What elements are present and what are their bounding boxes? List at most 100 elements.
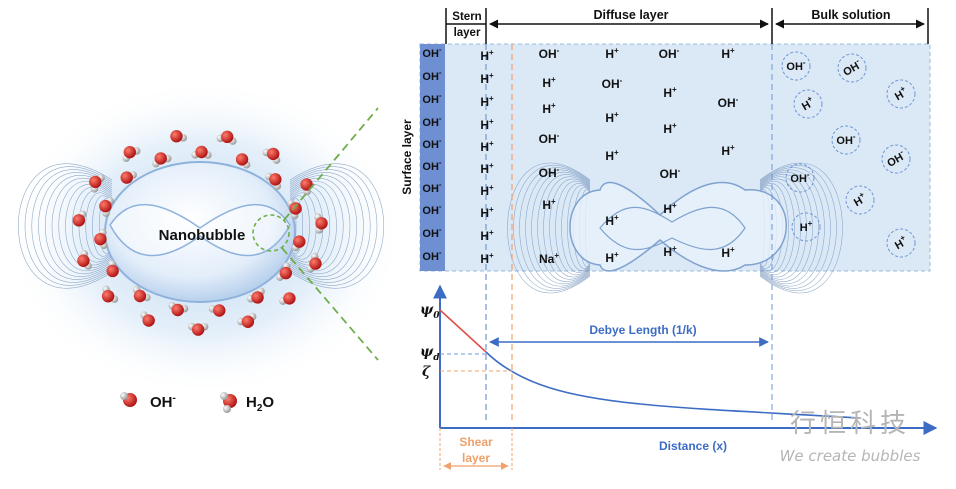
watermark: 行恒科技 We create bubbles [780, 409, 921, 465]
bulk-ion-ring [837, 53, 867, 83]
legend-oh-sup: - [173, 393, 176, 404]
diffuse-ion: H+ [605, 148, 619, 163]
diffuse-ion: OH- [660, 166, 681, 181]
legend-oh-label: OH [150, 394, 173, 411]
double-layer-panel: Stern layer Diffuse layer Bulk solution … [400, 8, 931, 420]
bulk-ion-ring [886, 79, 916, 109]
legend-h2o-h: H [246, 394, 257, 411]
water-molecule [140, 311, 155, 327]
diffuse-ion: H+ [663, 201, 677, 216]
water-molecule [122, 145, 141, 163]
nanobubble-label: Nanobubble [159, 227, 246, 244]
diffuse-ion: OH- [659, 46, 680, 61]
header-brackets [445, 8, 929, 44]
stern-ion: H+ [480, 139, 494, 154]
surface-ion: OH- [422, 114, 442, 129]
surface-ion: OH- [422, 45, 442, 60]
water-molecule [72, 210, 87, 227]
bulk-header: Bulk solution [811, 8, 890, 22]
legend-h2o-o: O [262, 394, 274, 411]
surface-strip [420, 44, 445, 271]
svg-text:ψd: ψd [420, 344, 440, 363]
psid-label: ψ [420, 344, 434, 360]
svg-text:H2O: H2O [246, 394, 274, 414]
bubble-inner-lens [109, 203, 291, 257]
diffuse-ion: H+ [663, 121, 677, 136]
stern-ion: H+ [480, 183, 494, 198]
diffuse-ion: OH- [539, 46, 560, 61]
surface-ions: OH-OH-OH-OH-OH-OH-OH-OH-OH-OH- [422, 45, 442, 263]
surface-ion: OH- [422, 68, 442, 83]
panel-bubble-outline [569, 181, 787, 272]
h2o-molecule-icon [220, 392, 237, 413]
diffuse-ions: OH-H+OH-H+H+OH-H+OH-H+H+H+H+OH-H+OH-OH-H… [539, 46, 739, 266]
diffuse-ion: H+ [542, 101, 556, 116]
legend: OH- H2O [120, 392, 274, 414]
psi0-label: ψ [420, 302, 434, 318]
diffuse-ion: Na+ [539, 251, 559, 266]
stern-ion: H+ [480, 161, 494, 176]
diffuse-ion: H+ [721, 46, 735, 61]
water-molecule [306, 252, 322, 273]
diffuse-ion: H+ [542, 197, 556, 212]
bulk-ion: H+ [799, 94, 818, 113]
stern-ion: H+ [480, 228, 494, 243]
diffuse-ion: H+ [605, 213, 619, 228]
diffuse-ion: H+ [542, 75, 556, 90]
diffuse-ion: H+ [605, 110, 619, 125]
surface-ion: OH- [422, 202, 442, 217]
water-molecule [276, 262, 293, 281]
water-molecule [152, 152, 172, 168]
zeta-label: ζ [422, 364, 431, 380]
water-molecule [314, 213, 328, 234]
surface-ion: OH- [422, 248, 442, 263]
stern-potential-drop [439, 309, 487, 353]
water-molecule [208, 304, 226, 317]
water-molecule [188, 322, 209, 336]
bulk-ion: H+ [892, 233, 911, 252]
bulk-ion: H+ [800, 219, 813, 234]
watermark-cn: 行恒科技 [790, 409, 910, 439]
water-molecule [170, 130, 188, 143]
bulk-ion: OH- [836, 132, 856, 147]
surface-ion: OH- [422, 225, 442, 240]
diffuse-ion: H+ [663, 85, 677, 100]
surface-ion: OH- [422, 180, 442, 195]
legend-h2o-sub: 2 [257, 403, 263, 414]
water-molecule [191, 145, 212, 159]
bulk-ion: H+ [892, 84, 911, 103]
diffuse-ion: H+ [663, 244, 677, 259]
water-molecules [72, 130, 328, 336]
bulk-ion-ring [886, 228, 916, 258]
diffuse-ion: OH- [718, 95, 739, 110]
x-axis-label: Distance (x) [659, 439, 727, 453]
oh-molecule-icon [120, 392, 137, 407]
stern-ions: H+H+H+H+H+H+H+H+H+H+ [480, 48, 494, 266]
water-molecule [291, 235, 306, 252]
debye-length-label: Debye Length (1/k) [589, 323, 696, 337]
diffuse-ion: H+ [605, 46, 619, 61]
water-molecule [89, 174, 105, 193]
bulk-ion: OH- [790, 170, 810, 185]
water-molecule [279, 292, 296, 305]
water-molecule [99, 197, 114, 217]
bulk-ion: H+ [851, 190, 870, 209]
zoom-circle [252, 214, 290, 252]
diffuse-header: Diffuse layer [593, 8, 668, 22]
water-molecule [287, 199, 302, 220]
surface-ion: OH- [422, 158, 442, 173]
psid-sub: d [433, 353, 440, 363]
diffuse-ion: OH- [602, 76, 623, 91]
diffuse-ion: H+ [721, 245, 735, 260]
water-molecule [101, 285, 119, 303]
bulk-ion-ring [793, 89, 823, 119]
svg-text:OH-: OH- [150, 393, 176, 411]
nanobubble-illustration: Nanobubble [5, 78, 405, 398]
zoom-line-bottom [281, 247, 379, 361]
water-molecule [262, 147, 281, 164]
water-molecule [235, 153, 251, 169]
water-molecule [246, 287, 265, 304]
surface-ion: OH- [422, 136, 442, 151]
stern-ion: H+ [480, 205, 494, 220]
